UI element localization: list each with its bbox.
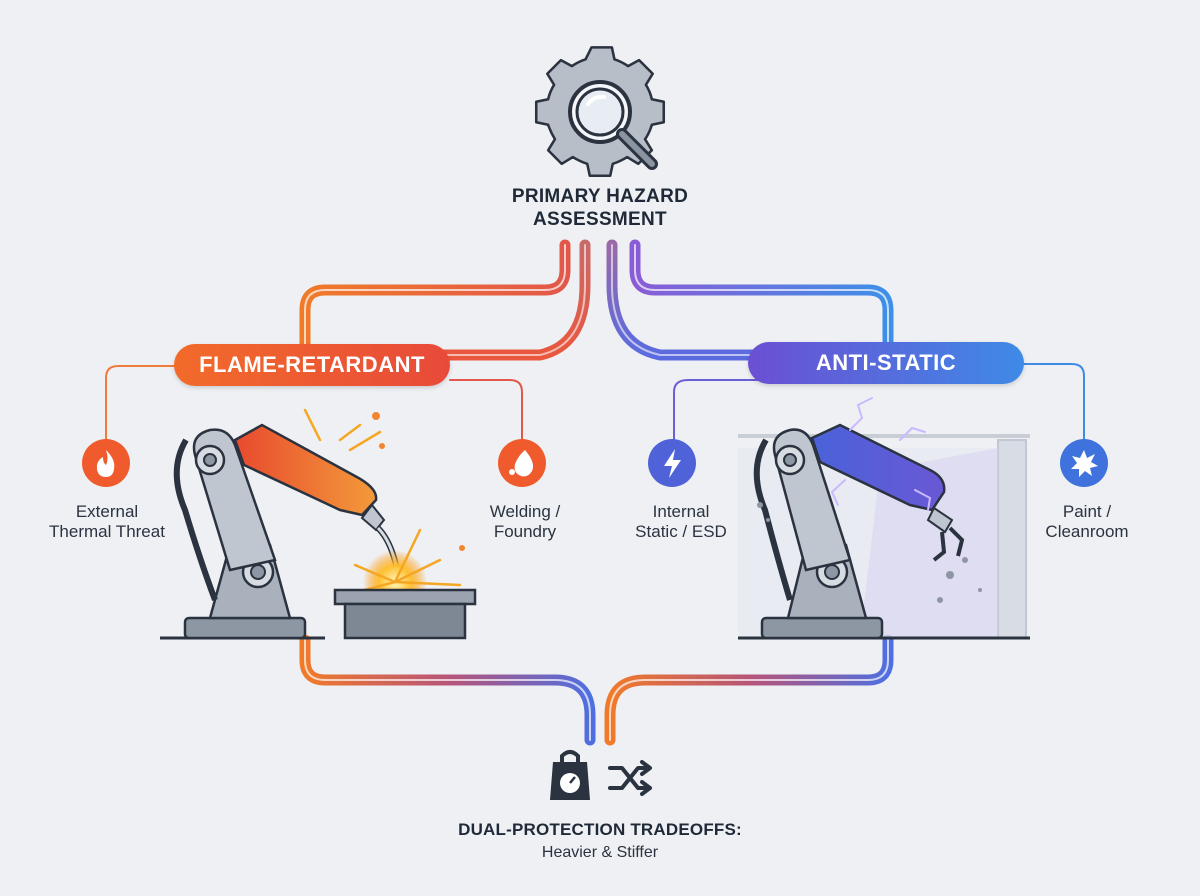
flame-retardant-pill: FLAME-RETARDANT [174, 344, 450, 386]
welding-foundry-line1: Welding / [489, 502, 561, 521]
dual-protection-title: DUAL-PROTECTION TRADEOFFS: [458, 820, 742, 839]
dual-protection-subtitle: Heavier & Stiffer [541, 844, 659, 862]
gear-magnifier-icon [534, 46, 666, 178]
internal-static-esd-line1: Internal [652, 502, 710, 521]
flame-icon [82, 439, 130, 487]
welding-foundry-line2: Foundry [493, 522, 557, 542]
paint-cleanroom-label: Paint / Cleanroom [1002, 502, 1172, 543]
connector-pipes [105, 239, 1085, 746]
anti-static-pill: ANTI-STATIC [748, 342, 1024, 384]
internal-static-esd-line2: Static / ESD [635, 522, 727, 542]
primary-hazard-title: PRIMARY HAZARD ASSESSMENT [450, 186, 750, 232]
shuffle-icon [608, 760, 652, 796]
burst-icon [1060, 439, 1108, 487]
cleanroom-robot-arm [738, 397, 1030, 640]
welding-robot-arm [160, 408, 477, 640]
external-thermal-threat-line1: External [75, 502, 139, 521]
lightning-icon [648, 439, 696, 487]
primary-hazard-title-line2: ASSESSMENT [533, 208, 667, 230]
paint-cleanroom-line1: Paint / [1062, 502, 1112, 521]
external-thermal-threat-label: External Thermal Threat [22, 502, 192, 543]
internal-static-esd-label: Internal Static / ESD [596, 502, 766, 543]
weight-icon [550, 750, 590, 800]
primary-hazard-title-line1: PRIMARY HAZARD [511, 186, 689, 207]
dual-protection-block: DUAL-PROTECTION TRADEOFFS: Heavier & Sti… [400, 820, 800, 863]
molten-drop-icon [498, 439, 546, 487]
external-thermal-threat-line2: Thermal Threat [49, 522, 165, 542]
paint-cleanroom-line2: Cleanroom [1045, 522, 1129, 542]
welding-foundry-label: Welding / Foundry [440, 502, 610, 543]
